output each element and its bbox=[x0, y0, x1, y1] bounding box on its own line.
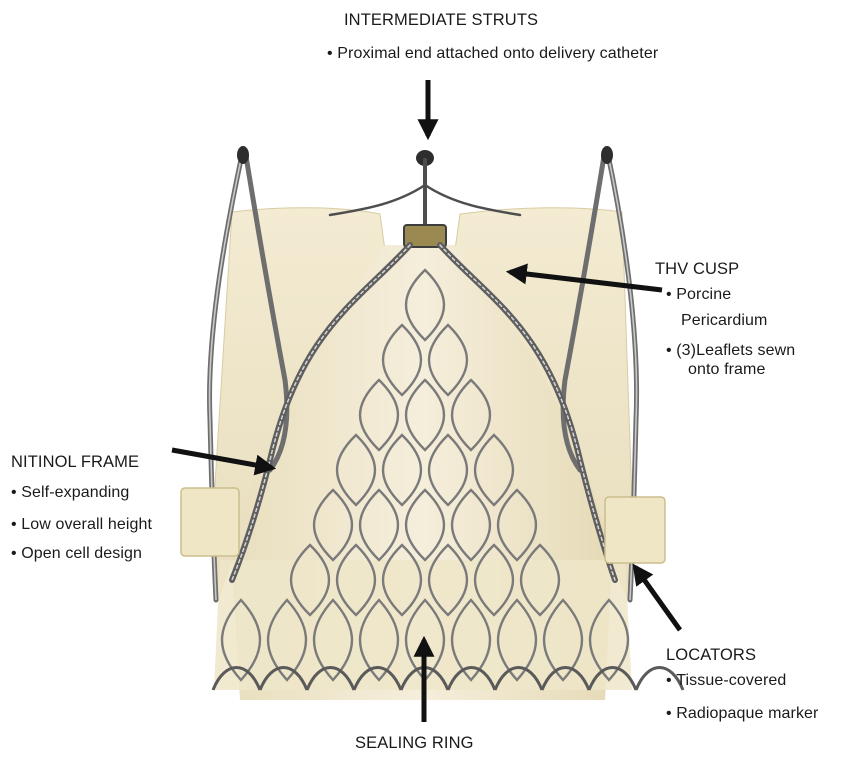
nitinol-frame-bullet-3: Open cell design bbox=[11, 544, 142, 564]
locators-heading: LOCATORS bbox=[666, 645, 756, 665]
nitinol-frame-bullet-1: Self-expanding bbox=[11, 483, 129, 503]
thv-cusp-bullet-2: (3)Leaflets sewn bbox=[666, 341, 795, 361]
thv-cusp-bullet-1-cont: Pericardium bbox=[681, 311, 767, 331]
locators-bullet-1: Tissue-covered bbox=[666, 671, 786, 691]
left-locator bbox=[181, 488, 239, 556]
sealing-ring-heading: SEALING RING bbox=[355, 733, 474, 753]
thv-cusp-heading: THV CUSP bbox=[655, 259, 739, 279]
right-locator bbox=[605, 497, 665, 563]
thv-cusp-bullet-1: Porcine bbox=[666, 285, 731, 305]
intermediate-struts-bullet-1: Proximal end attached onto delivery cath… bbox=[327, 44, 658, 64]
locators-arrow bbox=[635, 567, 680, 630]
nitinol-frame-bullet-2: Low overall height bbox=[11, 515, 152, 535]
thv-cusp-bullet-2-cont: onto frame bbox=[688, 360, 765, 380]
locators-bullet-2: Radiopaque marker bbox=[666, 704, 818, 724]
intermediate-struts-heading: INTERMEDIATE STRUTS bbox=[344, 10, 538, 30]
nitinol-frame-heading: NITINOL FRAME bbox=[11, 452, 139, 472]
